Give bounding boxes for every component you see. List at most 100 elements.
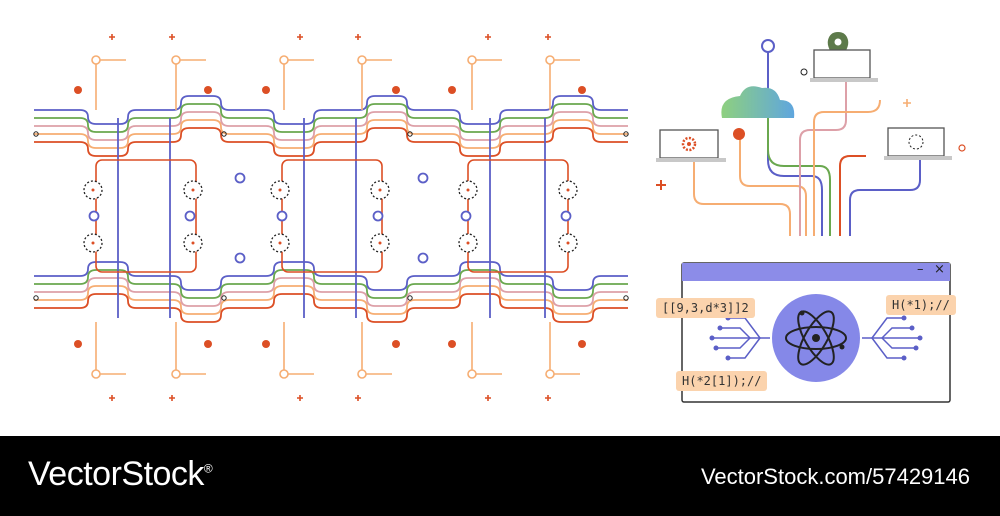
circuit-line	[34, 285, 628, 315]
plus-marker	[355, 34, 361, 40]
plus-stroke	[485, 395, 491, 401]
network-trace	[767, 52, 823, 236]
plus-marker	[355, 395, 361, 401]
node-ring	[276, 210, 288, 222]
plus-stroke	[355, 395, 361, 401]
small-ring	[800, 68, 808, 76]
small-ring	[958, 144, 966, 152]
circuit-line	[34, 111, 628, 141]
qubit-dot	[278, 241, 282, 245]
network-trace	[799, 82, 847, 236]
qubit-dot	[278, 188, 282, 192]
circuit-line	[34, 103, 628, 133]
small-ring	[33, 295, 39, 301]
circuit-line	[95, 159, 197, 273]
circuit-line	[467, 159, 569, 273]
node-ring	[460, 210, 472, 222]
laptop-icon	[656, 129, 726, 162]
illustration-canvas: – × [[9,3,d*3]]2 H(*1);// H(*2[1]);//	[33, 32, 966, 403]
plus-stroke	[297, 395, 303, 401]
network-diagram	[656, 32, 966, 236]
plus-marker	[656, 180, 666, 190]
plus-marker	[545, 395, 551, 401]
small-ring	[623, 295, 629, 301]
qubit-dot	[566, 188, 570, 192]
plus-marker	[485, 395, 491, 401]
circuit-line	[175, 322, 206, 375]
circuit-pattern	[33, 34, 629, 401]
cloud-shape	[721, 86, 795, 118]
pin-ring	[357, 369, 367, 379]
small-ring	[221, 131, 227, 137]
code-label: H(*2[1]);//	[676, 371, 768, 391]
pin-dot	[74, 340, 82, 348]
node-ring	[372, 210, 384, 222]
stock-url: VectorStock.com/57429146	[700, 464, 970, 489]
plus-marker	[169, 395, 175, 401]
node-ring	[417, 172, 429, 184]
pin-dot	[74, 86, 82, 94]
small-ring	[407, 295, 413, 301]
laptop-screen	[659, 129, 719, 159]
laptop-base	[884, 156, 952, 160]
laptop-icon	[810, 49, 878, 82]
pin-ring	[357, 55, 367, 65]
circuit-traces-right	[862, 317, 920, 359]
qubit-dot	[466, 188, 470, 192]
pin-ring	[171, 369, 181, 379]
network-trace	[767, 110, 831, 236]
qubit-dot	[378, 188, 382, 192]
qubit-dot	[91, 188, 95, 192]
node-ring	[184, 210, 196, 222]
plus-stroke	[545, 34, 551, 40]
circuit-line	[471, 322, 502, 375]
circuit-line	[34, 95, 628, 125]
network-trace	[739, 134, 807, 236]
pin-dot	[448, 340, 456, 348]
watermark-bar: VectorStock® VectorStock.com/57429146	[0, 436, 1000, 516]
circuit-line	[283, 322, 314, 375]
close-icon: ×	[934, 262, 945, 277]
plus-marker	[297, 34, 303, 40]
plus-marker	[903, 99, 911, 107]
plus-stroke	[355, 34, 361, 40]
node-ring	[234, 252, 246, 264]
pin-ring	[467, 55, 477, 65]
plus-stroke	[169, 395, 175, 401]
pin-dot	[578, 340, 586, 348]
circuit-line	[34, 269, 628, 299]
qubit-dot	[191, 241, 195, 245]
pin-ring	[545, 55, 555, 65]
laptop-screen	[813, 49, 871, 79]
plus-stroke	[545, 395, 551, 401]
circuit-line	[34, 119, 628, 149]
node-ring	[88, 210, 100, 222]
pin-dot	[578, 86, 586, 94]
small-ring	[221, 295, 227, 301]
network-trace	[839, 155, 866, 236]
plus-marker	[169, 34, 175, 40]
brand-logo: VectorStock®	[28, 455, 213, 493]
gear-center	[687, 142, 691, 146]
pin-ring	[171, 55, 181, 65]
minimize-icon: –	[917, 262, 924, 277]
plus-stroke	[109, 395, 115, 401]
laptop-base	[810, 78, 878, 82]
pin-ring	[279, 55, 289, 65]
pin-ring	[91, 55, 101, 65]
laptop-base	[656, 158, 726, 162]
pin-dot	[448, 86, 456, 94]
plus-marker	[485, 34, 491, 40]
small-ring	[407, 131, 413, 137]
pin-hole	[834, 38, 842, 46]
cloud-icon	[721, 86, 795, 118]
network-trace	[849, 158, 921, 236]
node-ring	[761, 39, 775, 53]
circuit-line	[471, 59, 502, 110]
code-window	[681, 262, 951, 403]
pin-ring	[545, 369, 555, 379]
pin-ring	[279, 369, 289, 379]
plus-marker	[297, 395, 303, 401]
circuit-line	[34, 127, 628, 157]
node-ring	[234, 172, 246, 184]
